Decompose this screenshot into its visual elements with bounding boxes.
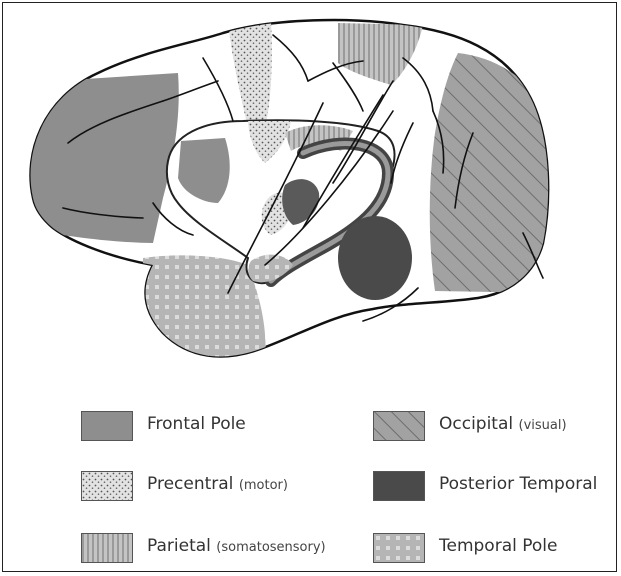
- brain-diagram: [29, 18, 550, 358]
- precentral-region: [228, 21, 272, 128]
- temporal-pole-region: [143, 255, 266, 357]
- legend-swatch-frontal: [81, 411, 133, 441]
- legend-swatch-precentral: [81, 471, 133, 501]
- legend-label-parietal: Parietal (somatosensory): [147, 536, 326, 556]
- precentral-medial-region: [248, 121, 291, 163]
- frontal-pole-region: [30, 73, 179, 243]
- legend-swatch-posterior-temporal: [373, 471, 425, 501]
- sulci-lines: [62, 34, 544, 322]
- parietal-region-upper: [338, 23, 423, 85]
- legend-label-posterior-temporal: Posterior Temporal: [439, 474, 598, 494]
- frontal-medial-region: [178, 138, 230, 203]
- corpus-callosum-inner: [268, 140, 391, 284]
- temporal-pole-inner-blob: [248, 254, 293, 283]
- legend-label-precentral: Precentral (motor): [147, 474, 288, 494]
- legend-label-temporal-pole: Temporal Pole: [439, 536, 558, 556]
- posterior-temporal-inner-blob: [282, 179, 320, 225]
- legend-swatch-temporal-pole: [373, 533, 425, 563]
- occipital-region: [429, 53, 549, 293]
- legend-swatch-occipital: [373, 411, 425, 441]
- legend-label-frontal: Frontal Pole: [147, 414, 246, 434]
- legend-label-occipital: Occipital (visual): [439, 414, 567, 434]
- legend-swatch-parietal: [81, 533, 133, 563]
- posterior-temporal-region: [338, 216, 412, 300]
